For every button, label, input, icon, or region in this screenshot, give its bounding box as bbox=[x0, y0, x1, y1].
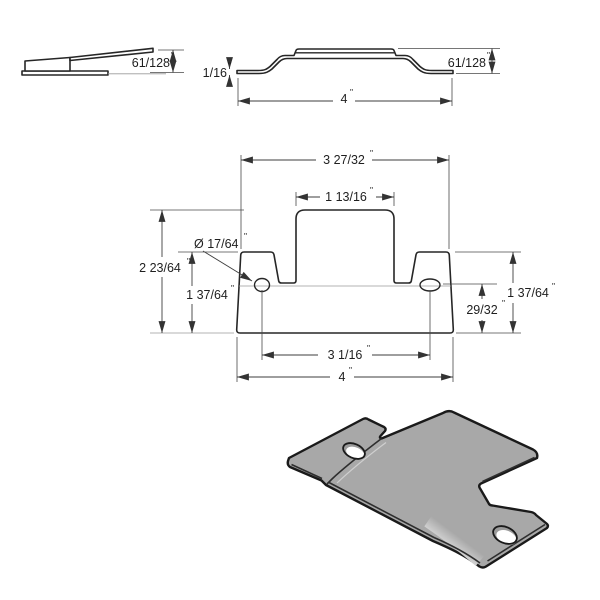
hump-width-unit: " bbox=[370, 185, 373, 195]
side-height-unit: " bbox=[171, 50, 174, 60]
base-width-unit: " bbox=[349, 365, 352, 375]
front-outline bbox=[235, 209, 455, 334]
profile-height-extlines bbox=[398, 48, 500, 74]
hole-dia-label: Ø 17/64 bbox=[194, 237, 239, 251]
iso-thickness-bend bbox=[433, 536, 481, 564]
iso-left-bend-highlight bbox=[336, 442, 387, 484]
side-height-label: 61/128 bbox=[132, 56, 170, 70]
hole-dia-leader bbox=[202, 250, 253, 282]
hole-dia-unit: " bbox=[244, 231, 247, 241]
iso-left-hole bbox=[342, 442, 366, 460]
iso-thickness-right-tab bbox=[487, 523, 546, 562]
top-width-label: 3 27/32 bbox=[323, 153, 365, 167]
hole-spacing-label: 3 1/16 bbox=[328, 348, 363, 362]
tab-height-l-label: 1 37/64 bbox=[186, 288, 228, 302]
profile-width-label: 4 bbox=[341, 92, 348, 106]
thickness-label: 1/16 bbox=[203, 66, 227, 80]
tab-height-l-unit: " bbox=[231, 283, 234, 293]
overall-height-label: 2 23/64 bbox=[139, 261, 181, 275]
iso-right-hole-rim bbox=[492, 525, 518, 545]
front-view: 3 27/32 " 1 13/16 " Ø 17/64 " 2 23/64 " … bbox=[139, 148, 555, 384]
base-width-label: 4 bbox=[339, 370, 346, 384]
iso-view bbox=[286, 409, 550, 569]
profile-view: 1/16 " 4 " 61/128 " bbox=[203, 48, 500, 106]
top-width-unit: " bbox=[370, 148, 373, 158]
side-view: 61/128 " bbox=[21, 47, 184, 76]
top-width-extlines bbox=[240, 155, 450, 249]
side-view-base-strip bbox=[21, 70, 109, 76]
iso-thickness-plate-right bbox=[482, 456, 535, 483]
hole-height-unit: " bbox=[502, 298, 505, 308]
hump-width-label: 1 13/16 bbox=[325, 190, 367, 204]
profile-height-unit: " bbox=[487, 50, 490, 60]
overall-height-unit: " bbox=[187, 256, 190, 266]
profile-outline bbox=[236, 48, 454, 75]
hole-height-label: 29/32 bbox=[466, 303, 497, 317]
tab-height-r-label: 1 37/64 bbox=[507, 286, 549, 300]
tab-height-r-unit: " bbox=[552, 281, 555, 291]
hole-spacing-extlines bbox=[261, 290, 431, 360]
iso-right-hole-opening bbox=[496, 529, 517, 545]
hole-spacing-unit: " bbox=[367, 343, 370, 353]
profile-height-label: 61/128 bbox=[448, 56, 486, 70]
iso-left-hole-rim bbox=[342, 442, 366, 460]
iso-thickness-left-tab bbox=[291, 463, 323, 480]
iso-right-hole bbox=[492, 525, 518, 545]
iso-bend-highlight bbox=[424, 515, 485, 566]
iso-thickness-long-edge bbox=[328, 481, 435, 539]
thickness-unit: " bbox=[228, 60, 231, 70]
profile-width-unit: " bbox=[350, 87, 353, 97]
side-view-angled-plate bbox=[69, 47, 154, 62]
